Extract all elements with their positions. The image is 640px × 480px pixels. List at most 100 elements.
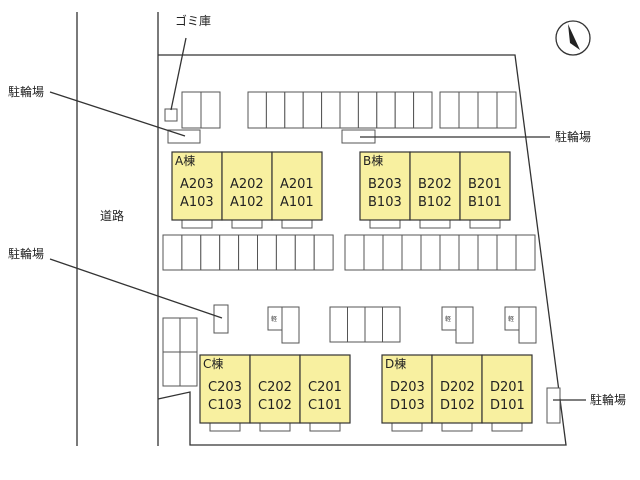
- porch: [469, 219, 501, 229]
- parking-space: [518, 306, 537, 344]
- unit: [299, 354, 351, 424]
- unit-lower: D103: [390, 398, 425, 413]
- parking-space: [265, 91, 286, 129]
- parking-space: [275, 234, 296, 271]
- unit-upper: A203: [180, 177, 214, 192]
- parking-space: [219, 234, 240, 271]
- parking-space: [302, 91, 323, 129]
- parking-space: [439, 91, 460, 129]
- porch: [369, 219, 401, 229]
- unit: [381, 354, 433, 424]
- unit-upper: A202: [230, 177, 264, 192]
- unit: [409, 151, 461, 221]
- unit: [431, 354, 483, 424]
- parking-space: [376, 91, 396, 129]
- unit-lower: C102: [258, 398, 292, 413]
- building-name: D棟: [385, 356, 406, 371]
- parking-space: [179, 317, 198, 353]
- bike-parking-label-4: 駐輪場: [590, 392, 626, 407]
- parking-space: [294, 234, 315, 271]
- building-name: A棟: [175, 153, 195, 168]
- north-arrow-icon: [555, 20, 591, 56]
- unit: [221, 151, 273, 221]
- parking-space: [329, 306, 348, 343]
- unit-lower: D101: [490, 398, 525, 413]
- kei-label: 軽: [271, 315, 277, 323]
- parking-space: [162, 317, 181, 353]
- porch: [181, 219, 213, 229]
- parking-space: [339, 91, 359, 129]
- parking-space: [458, 91, 479, 129]
- parking-space: [162, 351, 181, 387]
- unit-lower: B103: [368, 195, 402, 210]
- parking-space: [420, 234, 441, 271]
- parking-space: [382, 234, 403, 271]
- unit-lower: B101: [468, 195, 502, 210]
- parking-space: [364, 306, 383, 343]
- kei-label: 軽: [445, 315, 451, 323]
- parking-space: [363, 234, 384, 271]
- porch: [491, 422, 523, 432]
- parking-space: [321, 91, 341, 129]
- site-boundary: [157, 54, 567, 446]
- bike-parking-label-1: 駐輪場: [8, 84, 44, 99]
- parking-space: [401, 234, 422, 271]
- bike-parking-label-2: 駐輪場: [555, 129, 591, 144]
- parking-space: [477, 91, 498, 129]
- unit-lower: B102: [418, 195, 452, 210]
- porch: [259, 422, 291, 432]
- unit-upper: D202: [440, 380, 475, 395]
- porch: [209, 422, 241, 432]
- unit: [171, 151, 223, 221]
- unit-lower: D102: [440, 398, 475, 413]
- porch: [391, 422, 423, 432]
- unit-lower: C103: [208, 398, 242, 413]
- parking-space: [357, 91, 378, 129]
- parking-space: [200, 234, 221, 271]
- parking-space: [344, 234, 365, 271]
- parking-space: [257, 234, 277, 271]
- unit-upper: A201: [280, 177, 314, 192]
- unit-upper: D203: [390, 380, 425, 395]
- parking-space: [496, 234, 517, 271]
- road-label: 道路: [100, 208, 124, 223]
- parking-space: [247, 91, 267, 129]
- bike-parking-3: [213, 304, 229, 334]
- unit-lower: A103: [180, 195, 214, 210]
- unit-upper: C203: [208, 380, 242, 395]
- unit-lower: A102: [230, 195, 264, 210]
- parking-space: [284, 91, 304, 129]
- parking-space: [515, 234, 536, 271]
- parking-space: [347, 306, 366, 343]
- unit: [271, 151, 323, 221]
- unit-upper: D201: [490, 380, 525, 395]
- porch: [441, 422, 473, 432]
- parking-space: [413, 91, 433, 129]
- parking-space: [458, 234, 479, 271]
- parking-space: [238, 234, 259, 271]
- parking-space: [455, 306, 474, 344]
- unit-upper: C202: [258, 380, 292, 395]
- porch: [281, 219, 313, 229]
- unit-upper: C201: [308, 380, 342, 395]
- parking-space: [439, 234, 460, 271]
- unit-upper: B203: [368, 177, 402, 192]
- parking-space: [382, 306, 401, 343]
- building-name: C棟: [203, 356, 223, 371]
- building-name: B棟: [363, 153, 383, 168]
- garbage-label: ゴミ庫: [175, 13, 211, 28]
- bike-parking-label-3: 駐輪場: [8, 246, 44, 261]
- kei-label: 軽: [508, 315, 514, 323]
- porch: [419, 219, 451, 229]
- parking-space: [496, 91, 517, 129]
- parking-space: [313, 234, 334, 271]
- unit: [481, 354, 533, 424]
- unit-upper: B202: [418, 177, 452, 192]
- parking-space: [477, 234, 498, 271]
- parking-space: [162, 234, 183, 271]
- parking-space: [200, 91, 221, 129]
- porch: [231, 219, 263, 229]
- parking-space: [181, 91, 202, 129]
- garbage-shed: [164, 108, 178, 122]
